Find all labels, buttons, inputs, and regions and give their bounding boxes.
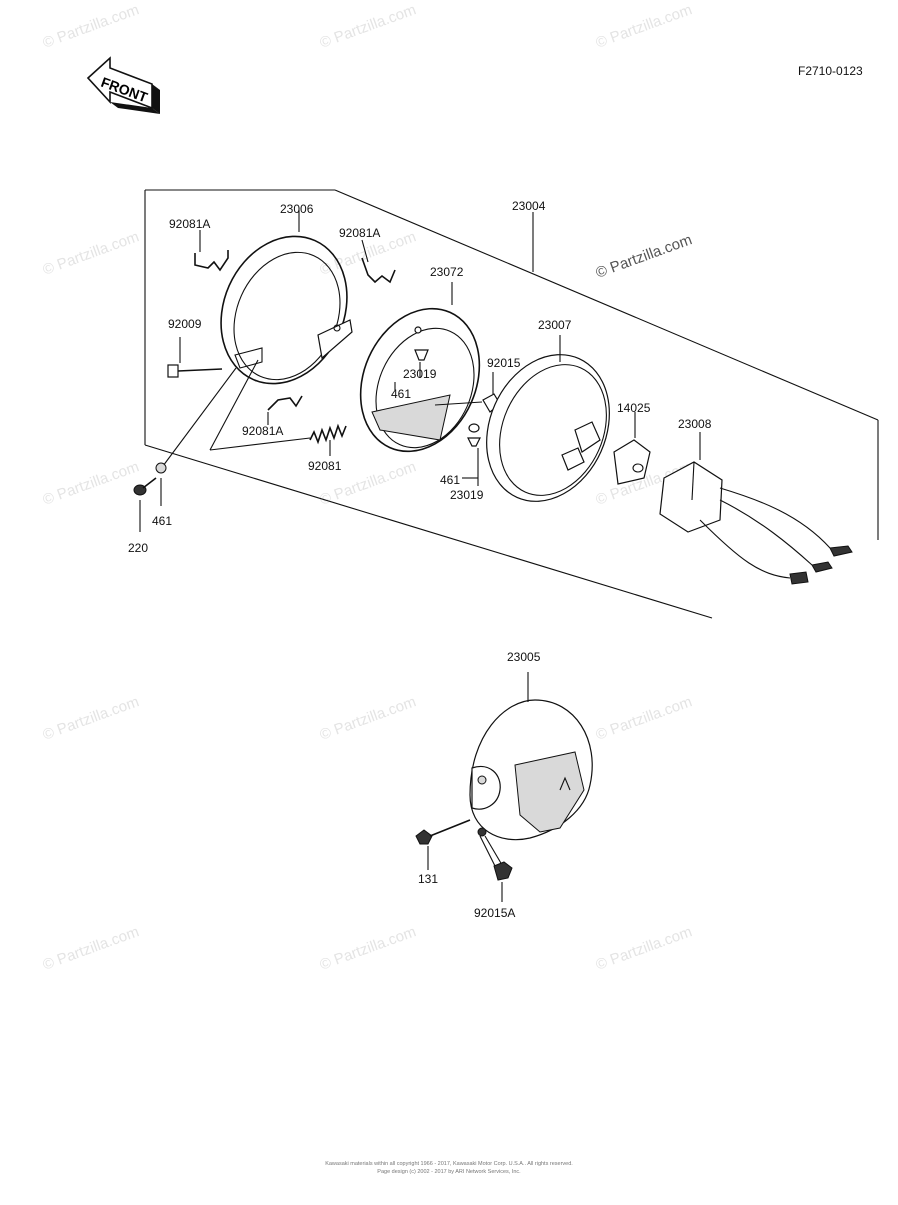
copyright-line: Kawasaki materials within all copyright … bbox=[325, 1161, 573, 1167]
copyright-line: Page design (c) 2002 - 2017 by ARI Netwo… bbox=[377, 1169, 521, 1175]
callout-label: 92015 bbox=[487, 356, 521, 370]
callout-label: 461 bbox=[152, 514, 172, 528]
watermark: © Partzilla.com bbox=[594, 1, 695, 52]
bolt-131-icon bbox=[415, 819, 471, 870]
callout-label: 461 bbox=[440, 473, 460, 487]
callout-label: 92081A bbox=[242, 424, 283, 438]
sealed-beam-23007-icon bbox=[486, 335, 610, 502]
callout-label: 23008 bbox=[678, 417, 712, 431]
spring-clip-icon bbox=[267, 395, 303, 425]
watermark: © Partzilla.com bbox=[41, 1, 142, 52]
callout-label: 23005 bbox=[507, 650, 541, 664]
callout-label: 220 bbox=[128, 541, 148, 555]
washer-461-icon bbox=[462, 423, 480, 479]
watermark: © Partzilla.com bbox=[41, 923, 142, 974]
callout-label: 23019 bbox=[403, 367, 437, 381]
callout-label: 23007 bbox=[538, 318, 572, 332]
washer-461-icon bbox=[155, 462, 167, 506]
watermark: © Partzilla.com bbox=[594, 693, 695, 744]
callout-label: 92081 bbox=[308, 459, 342, 473]
callout-label: 131 bbox=[418, 872, 438, 886]
screw-23019-icon bbox=[414, 349, 429, 378]
callout-label: 92081A bbox=[339, 226, 380, 240]
callout-label: 92015A bbox=[474, 906, 515, 920]
socket-23008-icon bbox=[659, 432, 853, 585]
socket-cap-14025-icon bbox=[613, 412, 651, 485]
watermark: © Partzilla.com bbox=[318, 923, 419, 974]
watermark: © Partzilla.com bbox=[41, 458, 142, 509]
callout-labels: 92081A 23006 92081A 23004 23072 92009 23… bbox=[128, 199, 712, 920]
watermark: © Partzilla.com bbox=[318, 1, 419, 52]
headlight-rim-23006 bbox=[220, 210, 353, 385]
watermark: © Partzilla.com bbox=[318, 693, 419, 744]
callout-label: 23072 bbox=[430, 265, 464, 279]
nut-92015a-icon bbox=[493, 861, 513, 902]
front-arrow-icon: FRONT bbox=[86, 56, 160, 114]
callout-label: 23006 bbox=[280, 202, 314, 216]
bolt-92009-icon bbox=[167, 337, 223, 378]
coil-spring-92081-icon bbox=[309, 423, 347, 456]
watermark: © Partzilla.com bbox=[41, 228, 142, 279]
callout-label: 461 bbox=[391, 387, 411, 401]
spring-clip-icon bbox=[361, 239, 396, 284]
callout-label: 14025 bbox=[617, 401, 651, 415]
callout-label: 23019 bbox=[450, 488, 484, 502]
callout-label: 92081A bbox=[169, 217, 210, 231]
watermark-dark: © Partzilla.com bbox=[594, 231, 695, 282]
spring-clip-icon bbox=[194, 230, 229, 272]
screw-220-icon bbox=[133, 477, 157, 532]
callout-label: 23004 bbox=[512, 199, 546, 213]
assembly-outline bbox=[144, 189, 879, 619]
callout-label: 92009 bbox=[168, 317, 202, 331]
figure-code: F2710-0123 bbox=[798, 64, 863, 78]
screw-23019-icon bbox=[467, 437, 481, 486]
watermark: © Partzilla.com bbox=[594, 923, 695, 974]
watermark: © Partzilla.com bbox=[41, 693, 142, 744]
leader-lines bbox=[159, 359, 311, 471]
headlight-housing-23005-icon bbox=[469, 672, 593, 871]
